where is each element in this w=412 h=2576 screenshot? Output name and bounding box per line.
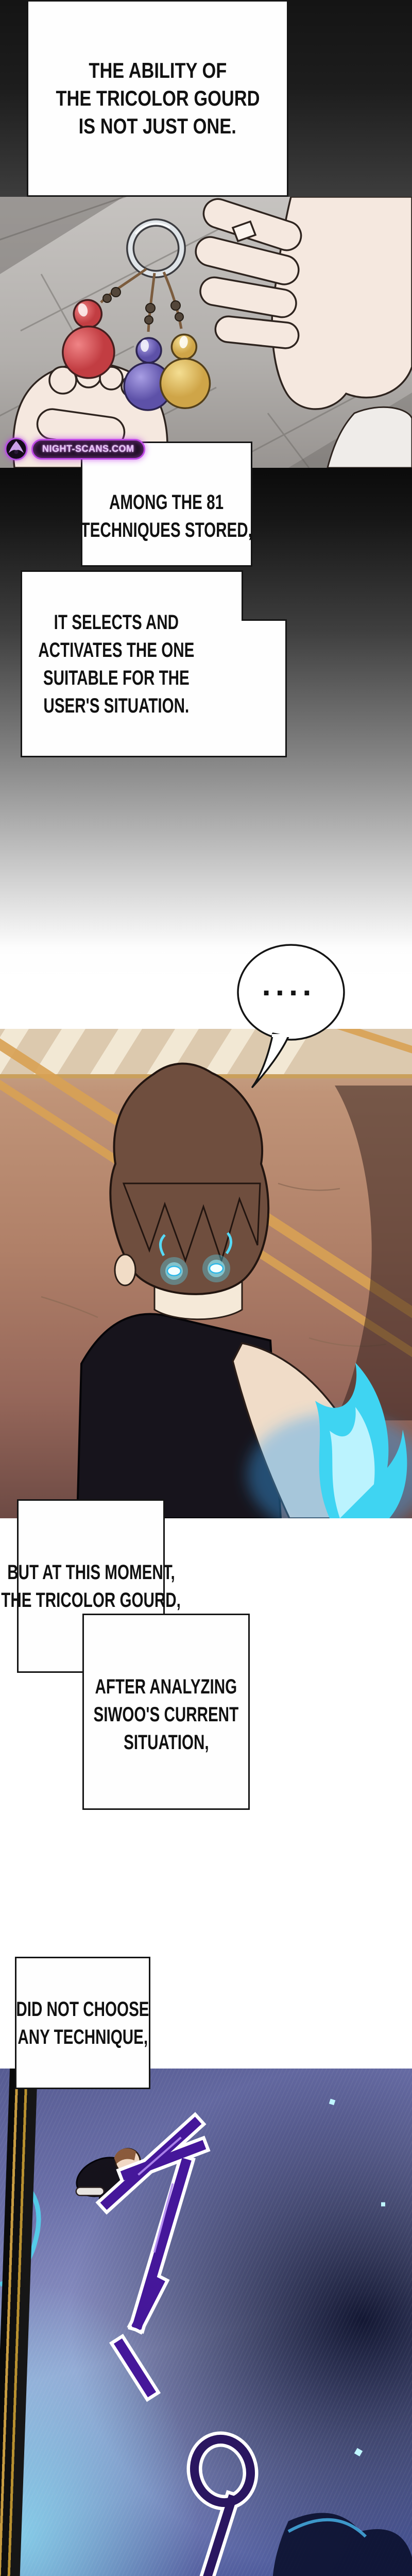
blue-flame — [247, 1363, 412, 1518]
narration-line: SIWOO'S CURRENT — [93, 1703, 239, 1726]
purple-impact-slash-sfx — [95, 2112, 211, 2402]
narration-line: AMONG THE 81 — [109, 490, 224, 514]
narration-line: IT SELECTS AND — [54, 611, 179, 634]
purple-gourd — [123, 337, 173, 411]
dark-corner — [335, 1086, 412, 1420]
narration-line: TECHNIQUES STORED, — [80, 518, 253, 541]
narration-line: IS NOT JUST ONE. — [78, 114, 237, 138]
night-scans-logo-icon — [5, 437, 28, 461]
narration-line: ACTIVATES THE ONE — [38, 638, 195, 662]
cord-beads — [102, 287, 184, 325]
narration-line: SITUATION, — [123, 1731, 209, 1754]
narration-line: THE TRICOLOR GOURD — [55, 86, 260, 110]
speech-bubble-dots: .... — [262, 967, 316, 1003]
open-hand — [195, 197, 412, 410]
watermark-text: NIGHT-SCANS.COM — [42, 443, 134, 454]
narration-line: ANY TECHNIQUE, — [18, 2025, 148, 2048]
narration-text-block: IT SELECTS AND ACTIVATES THE ONE SUITABL… — [11, 608, 222, 720]
narration-line: USER'S SITUATION. — [43, 694, 190, 717]
purple-ring-slash-sfx — [186, 2431, 259, 2576]
narration-box-3: IT SELECTS AND ACTIVATES THE ONE SUITABL… — [21, 570, 243, 757]
narration-line: THE ABILITY OF — [89, 58, 227, 82]
narration-line: SUITABLE FOR THE — [43, 666, 190, 689]
narration-box-1: THE ABILITY OF THE TRICOLOR GOURD IS NOT… — [27, 0, 288, 197]
flame-shadow-blobs — [272, 2513, 412, 2576]
night-scans-watermark: NIGHT-SCANS.COM — [4, 437, 145, 461]
narration-line: BUT AT THIS MOMENT, — [7, 1561, 175, 1584]
panel-siwoo-road — [0, 1029, 412, 1518]
narration-line: THE TRICOLOR GOURD, — [1, 1588, 181, 1612]
narration-box-3-step — [242, 619, 287, 757]
narration-line: DID NOT CHOOSE — [16, 1997, 149, 2021]
shirt-collar — [327, 406, 412, 468]
sparkles — [329, 2098, 385, 2456]
narration-box-6: DID NOT CHOOSE ANY TECHNIQUE, — [15, 1957, 150, 2089]
panel-hands-gourd-keyring — [0, 197, 412, 468]
narration-line: AFTER ANALYZING — [95, 1675, 237, 1698]
narration-box-2: AMONG THE 81 TECHNIQUES STORED, — [81, 442, 252, 567]
speech-bubble — [237, 944, 345, 1088]
narration-box-5: AFTER ANALYZING SIWOO'S CURRENT SITUATIO… — [82, 1614, 250, 1810]
yellow-gourd — [159, 333, 211, 409]
siwoo-character — [76, 1062, 382, 1518]
watermark-pill: NIGHT-SCANS.COM — [31, 438, 145, 460]
flame-rims — [287, 2518, 367, 2538]
keyring — [126, 218, 186, 278]
red-gourd — [62, 299, 115, 379]
